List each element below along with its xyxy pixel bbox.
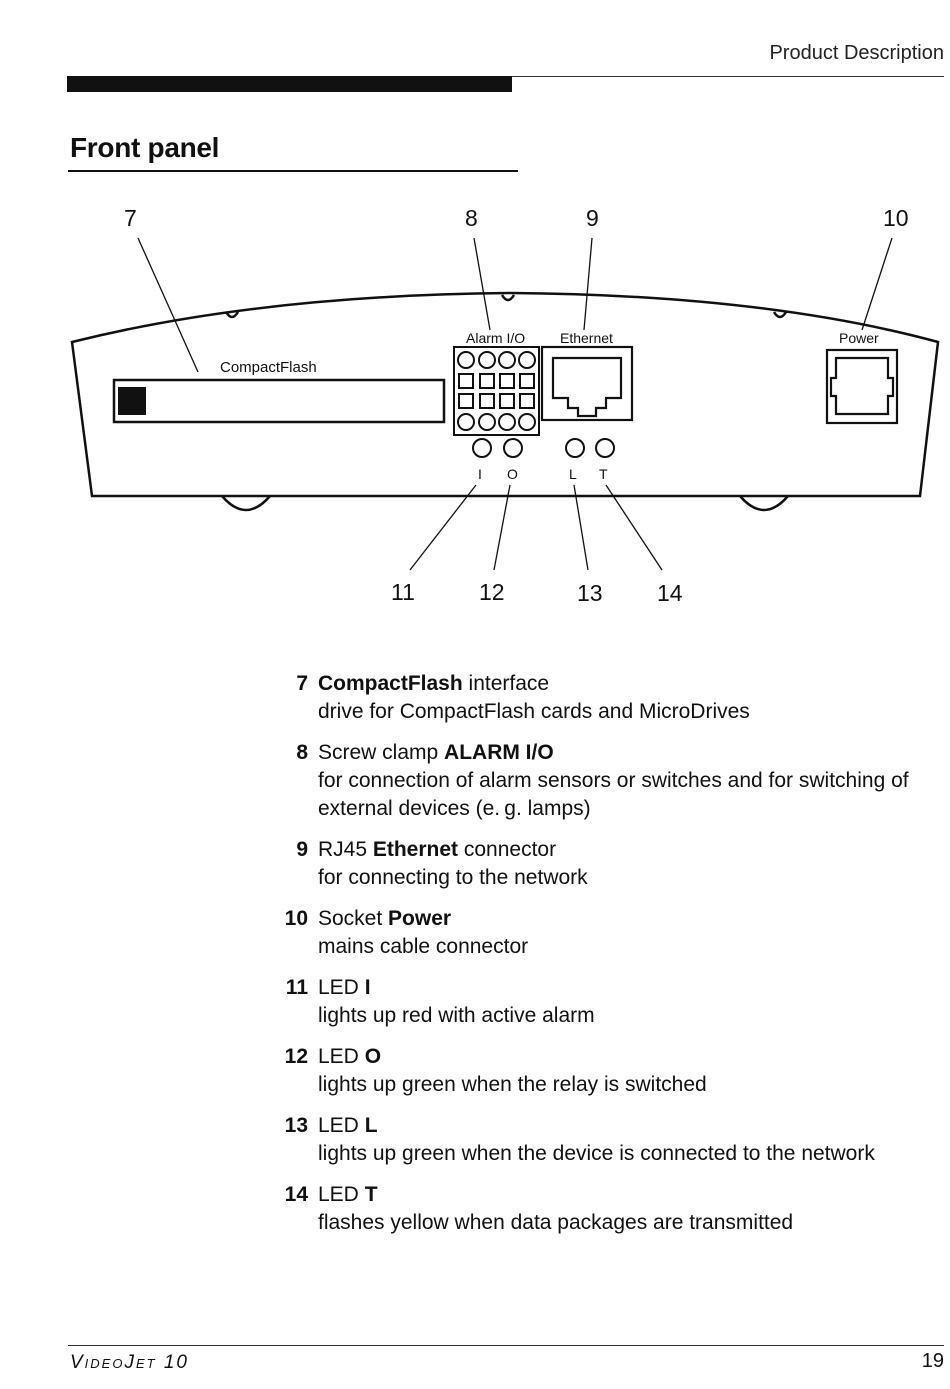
legend-title: LED I (318, 976, 371, 999)
foot-left (221, 495, 271, 512)
compactflash-label: CompactFlash (220, 359, 317, 376)
notch-right (772, 311, 788, 319)
legend-title: LED O (318, 1045, 382, 1068)
leader-9 (583, 237, 593, 331)
led-o-label: O (507, 466, 518, 482)
callout-7: 7 (124, 205, 137, 231)
notch-left (224, 311, 240, 319)
footer-rule (68, 1345, 944, 1346)
callout-11: 11 (391, 579, 415, 605)
header-rule (512, 76, 944, 77)
leader-14 (605, 484, 663, 571)
front-panel-diagram: CompactFlash Alarm I/O Ethernet Power (0, 190, 950, 635)
legend-title: LED T (318, 1183, 378, 1206)
power-socket (825, 348, 899, 425)
callout-10: 10 (883, 205, 909, 231)
leader-10 (861, 237, 893, 331)
led-t-label: T (599, 466, 608, 482)
legend-item: 14 LED T flashes yellow when data packag… (270, 1181, 950, 1237)
legend-title: Socket Power (318, 907, 452, 930)
legend-description: for connection of alarm sensors or switc… (318, 769, 909, 820)
legend-item: 13 LED L lights up green when the device… (270, 1112, 950, 1168)
legend-item: 7 CompactFlash interface drive for Compa… (270, 670, 950, 726)
section-title-rule (68, 170, 518, 172)
leader-12 (493, 484, 511, 571)
leds (472, 438, 615, 458)
led-o (503, 438, 523, 458)
legend-number: 10 (284, 907, 308, 930)
callout-9: 9 (586, 205, 599, 231)
legend-number: 7 (296, 672, 308, 695)
footer-brand: VideoJet 10 (70, 1352, 189, 1373)
ethernet-label: Ethernet (560, 330, 613, 346)
legend-description: drive for CompactFlash cards and MicroDr… (318, 700, 750, 723)
legend-item: 11 LED I lights up red with active alarm (270, 974, 950, 1030)
leader-13 (573, 484, 589, 571)
legend-description: lights up red with active alarm (318, 1004, 595, 1027)
led-i-label: I (478, 466, 482, 482)
alarm-io-terminal (453, 346, 540, 436)
legend-title: CompactFlash interface (318, 672, 550, 695)
ethernet-port (540, 345, 634, 422)
callout-13: 13 (577, 580, 603, 606)
led-l-label: L (569, 466, 577, 482)
legend-number: 8 (296, 741, 308, 764)
legend-description: lights up green when the relay is switch… (318, 1073, 707, 1096)
page-number: 19 (921, 1350, 944, 1372)
legend-description: lights up green when the device is conne… (318, 1142, 875, 1165)
header-bar (67, 76, 512, 92)
legend-number: 13 (284, 1114, 308, 1137)
power-label: Power (839, 330, 879, 346)
leader-8 (473, 237, 491, 331)
leader-11 (409, 484, 477, 571)
legend-number: 11 (285, 976, 308, 999)
legend-item: 9 RJ45 Ethernet connector for connecting… (270, 836, 950, 892)
legend-description: for connecting to the network (318, 866, 588, 889)
legend-description: flashes yellow when data packages are tr… (318, 1211, 794, 1234)
callout-12: 12 (479, 579, 505, 605)
led-i (472, 438, 492, 458)
legend-item: 12 LED O lights up green when the relay … (270, 1043, 950, 1099)
legend-description: mains cable connector (318, 935, 529, 958)
notch-center (500, 294, 516, 302)
legend-title: RJ45 Ethernet connector (318, 838, 557, 861)
led-l (565, 438, 585, 458)
leader-7 (137, 237, 199, 373)
legend-number: 9 (296, 838, 308, 861)
callout-14: 14 (657, 580, 683, 606)
compactflash-slot (112, 378, 446, 424)
section-title: Front panel (70, 132, 220, 163)
legend-item: 10 Socket Power mains cable connector (270, 905, 950, 961)
legend-number: 12 (284, 1045, 308, 1068)
legend-number: 14 (284, 1183, 308, 1206)
legend-title: Screw clamp ALARM I/O (318, 741, 554, 764)
legend-list: 7 CompactFlash interface drive for Compa… (270, 670, 950, 1250)
foot-right (739, 495, 789, 512)
device-outline (70, 291, 940, 498)
led-t (595, 438, 615, 458)
alarm-io-label: Alarm I/O (466, 330, 525, 346)
legend-title: LED L (318, 1114, 378, 1137)
legend-item: 8 Screw clamp ALARM I/O for connection o… (270, 739, 950, 823)
callout-8: 8 (465, 205, 478, 231)
running-header: Product Description (769, 42, 944, 64)
